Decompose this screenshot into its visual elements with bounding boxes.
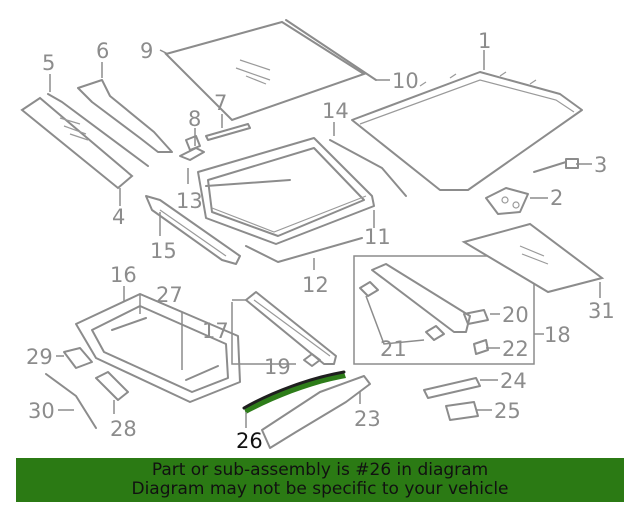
part-10-strip [285,19,377,81]
part-7-strip [205,123,251,141]
callout-14: 14 [322,99,349,123]
part-21-bracket-a [359,281,379,297]
callout-22: 22 [502,337,529,361]
part-22-screw [473,339,489,355]
callout-29: 29 [26,345,53,369]
part-26-seal-strip [242,370,346,414]
callout-28: 28 [110,417,137,441]
callout-10: 10 [392,69,419,93]
part-9-front-glass [164,20,367,122]
callout-24: 24 [500,369,527,393]
part-21-bracket-b [425,325,445,341]
callout-5: 5 [42,51,55,75]
part-5-seal [47,93,149,167]
part-31-glass [461,222,605,294]
banner-line-1: Part or sub-assembly is #26 in diagram [151,460,489,480]
part-4-glass-panel [20,96,134,190]
callout-15: 15 [150,239,177,263]
group-18-box [353,255,535,365]
callout-8: 8 [188,107,201,131]
part-info-banner: Part or sub-assembly is #26 in diagram D… [16,458,624,502]
part-1-roof-panel [351,71,583,191]
callout-3: 3 [594,153,607,177]
callout-27: 27 [156,283,183,307]
callout-7: 7 [214,91,227,115]
callout-9: 9 [140,39,153,63]
part-12-seal [245,237,363,263]
callout-19: 19 [264,355,291,379]
callout-labels: 1 2 3 4 5 6 7 8 9 10 11 12 13 14 15 16 1… [26,29,615,453]
part-15-rail [145,195,241,265]
callout-26: 26 [236,429,263,453]
callout-30: 30 [28,399,55,423]
callout-4: 4 [112,205,125,229]
callout-2: 2 [550,186,563,210]
part-29-motor [63,347,93,369]
part-13-clip [185,135,201,151]
callout-17: 17 [202,319,229,343]
part-17-rail-assembly [245,291,337,365]
callout-21: 21 [380,337,407,361]
part-23-bracket [261,375,371,449]
part-18-bar [371,263,471,333]
part-24-strip [423,377,481,399]
callout-25: 25 [494,399,521,423]
callout-12: 12 [302,273,329,297]
callout-18: 18 [544,323,571,347]
callout-31: 31 [588,299,615,323]
part-25-cover [445,401,479,421]
part-16-lower-frame [75,293,241,403]
part-11-roof-frame [197,137,375,245]
part-14-rail [329,139,407,197]
part-6-frame [77,79,173,153]
callout-6: 6 [96,39,109,63]
part-19-nut [303,353,321,367]
leader-lines [49,49,601,428]
part-3-bolt [533,158,579,173]
callout-23: 23 [354,407,381,431]
callout-16: 16 [110,263,137,287]
callout-1: 1 [478,29,491,53]
banner-line-2: Diagram may not be specific to your vehi… [131,479,509,499]
callout-20: 20 [502,303,529,327]
part-20-clip [463,309,489,325]
part-2-bracket [485,187,529,215]
callout-13: 13 [176,189,203,213]
part-28-motor [95,371,129,401]
part-30-cable [45,373,97,429]
callout-11: 11 [364,225,391,249]
